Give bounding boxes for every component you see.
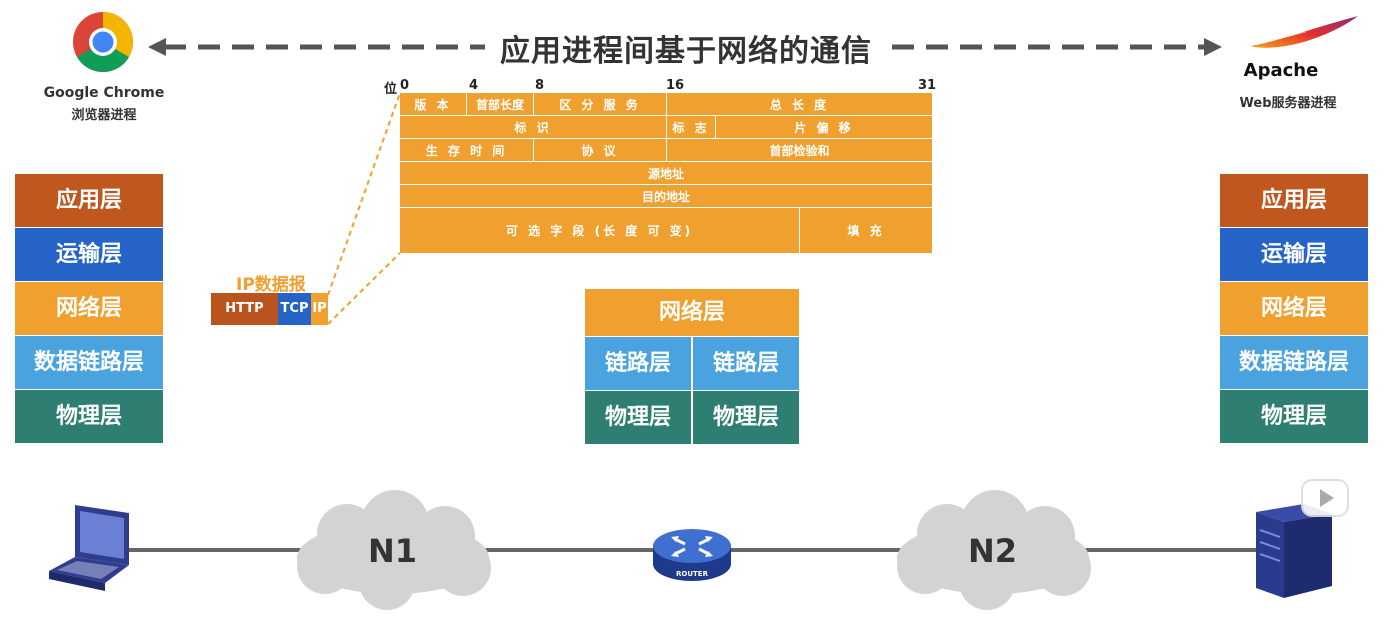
bit-label-31: 31	[918, 78, 937, 93]
datagram-tcp: TCP	[278, 293, 311, 325]
layer-application: 应用层	[15, 174, 163, 228]
router-caption: ROUTER	[676, 570, 708, 578]
ip-datagram: HTTP TCP IP	[211, 293, 328, 325]
network-label-n1: N1	[368, 532, 418, 570]
server-subtitle: Web服务器进程	[1239, 96, 1337, 111]
datagram-http: HTTP	[211, 293, 278, 325]
layer-physical: 物理层	[1220, 390, 1368, 444]
router-layer-link-left: 链路层	[585, 337, 691, 390]
server-name: Apache	[1243, 60, 1319, 81]
field-total-length: 总 长 度	[667, 93, 932, 116]
router-layer-link-right: 链路层	[693, 337, 799, 390]
field-ttl: 生 存 时 间	[400, 139, 534, 162]
router-icon	[653, 529, 731, 581]
field-identification: 标 识	[400, 116, 667, 139]
field-options: 可 选 字 段 (长 度 可 变)	[400, 208, 800, 253]
field-fragment-offset: 片 偏 移	[716, 116, 932, 139]
layer-transport: 运输层	[1220, 228, 1368, 282]
zoom-lines	[327, 92, 401, 325]
router-layer-network: 网络层	[585, 289, 799, 336]
field-header-length: 首部长度	[467, 93, 534, 116]
router-protocol-stack: 网络层 链路层 链路层 物理层 物理层	[585, 289, 799, 444]
layer-network: 网络层	[15, 282, 163, 336]
bit-label-0: 0	[400, 78, 410, 93]
datagram-ip: IP	[311, 293, 328, 325]
left-arrow-icon	[148, 38, 166, 56]
layer-physical: 物理层	[15, 390, 163, 444]
video-play-icon[interactable]	[1300, 474, 1350, 518]
router-layer-physical-left: 物理层	[585, 391, 691, 444]
title-arrows	[148, 38, 1222, 56]
ip-datagram-label: IP数据报	[236, 275, 306, 295]
bit-label-pos: 位	[384, 82, 398, 97]
chrome-logo-icon	[73, 11, 134, 73]
page-title: 应用进程间基于网络的通信	[500, 34, 872, 69]
network-cloud-n2	[897, 490, 1091, 610]
laptop-icon	[49, 505, 129, 591]
field-source-address: 源地址	[400, 162, 932, 185]
bit-label-8: 8	[535, 78, 545, 93]
field-version: 版 本	[400, 93, 467, 116]
client-protocol-stack: 应用层 运输层 网络层 数据链路层 物理层	[15, 174, 163, 444]
layer-application: 应用层	[1220, 174, 1368, 228]
field-destination-address: 目的地址	[400, 185, 932, 208]
network-label-n2: N2	[968, 532, 1018, 570]
bit-label-16: 16	[666, 78, 685, 93]
client-subtitle: 浏览器进程	[71, 108, 137, 123]
field-tos: 区 分 服 务	[534, 93, 667, 116]
server-protocol-stack: 应用层 运输层 网络层 数据链路层 物理层	[1220, 174, 1368, 444]
router-layer-physical-right: 物理层	[693, 391, 799, 444]
ip-header-table: 版 本 首部长度 区 分 服 务 总 长 度 标 识 标 志 片 偏 移 生 存…	[400, 93, 932, 253]
client-name: Google Chrome	[43, 85, 165, 101]
layer-datalink: 数据链路层	[1220, 336, 1368, 390]
field-flags: 标 志	[667, 116, 716, 139]
apache-feather-icon	[1249, 16, 1358, 48]
network-cloud-n1	[297, 490, 491, 610]
layer-datalink: 数据链路层	[15, 336, 163, 390]
bit-label-4: 4	[469, 78, 479, 93]
field-padding: 填 充	[847, 224, 885, 238]
layer-network: 网络层	[1220, 282, 1368, 336]
layer-transport: 运输层	[15, 228, 163, 282]
right-arrow-icon	[1204, 38, 1222, 56]
field-checksum: 首部检验和	[667, 139, 932, 162]
field-protocol: 协 议	[534, 139, 667, 162]
server-icon	[1256, 504, 1332, 598]
